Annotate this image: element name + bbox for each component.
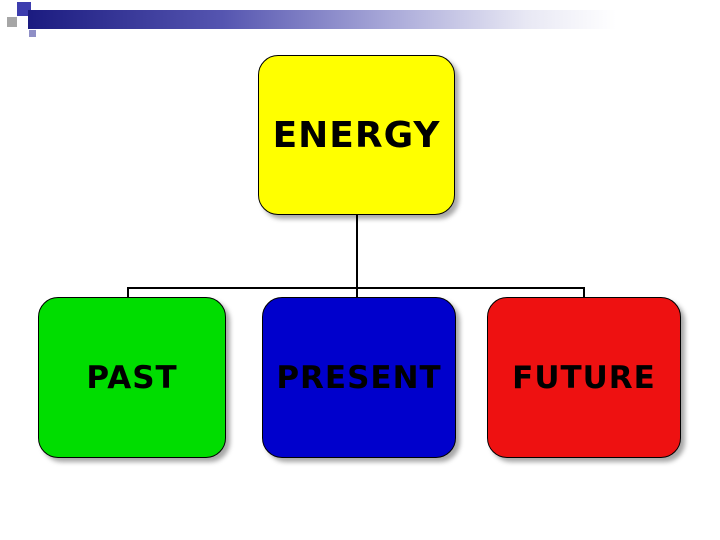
- connector-drop-present: [356, 287, 358, 298]
- connector-drop-past: [127, 287, 129, 298]
- connector-root-vertical: [356, 215, 358, 288]
- header-square-blue-icon: [17, 2, 31, 16]
- node-present[interactable]: PRESENT: [262, 297, 456, 458]
- node-energy[interactable]: ENERGY: [258, 55, 455, 215]
- node-future[interactable]: FUTURE: [487, 297, 681, 458]
- node-present-label: PRESENT: [276, 359, 442, 396]
- node-past[interactable]: PAST: [38, 297, 226, 458]
- node-past-label: PAST: [86, 359, 178, 396]
- header-square-small-icon: [29, 30, 36, 37]
- node-future-label: FUTURE: [512, 359, 656, 396]
- header-gradient-bar: [28, 10, 720, 29]
- node-energy-label: ENERGY: [272, 114, 441, 156]
- connector-drop-future: [583, 287, 585, 298]
- header-square-gray-icon: [7, 17, 17, 27]
